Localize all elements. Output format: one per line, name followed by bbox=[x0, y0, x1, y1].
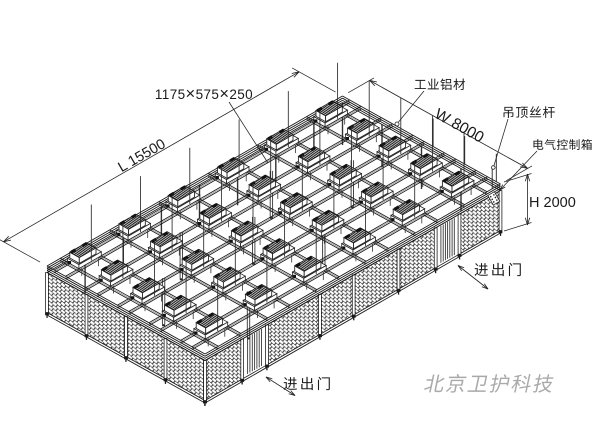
svg-text:H 2000: H 2000 bbox=[529, 195, 576, 211]
svg-text:1175×575×250: 1175×575×250 bbox=[155, 85, 253, 103]
